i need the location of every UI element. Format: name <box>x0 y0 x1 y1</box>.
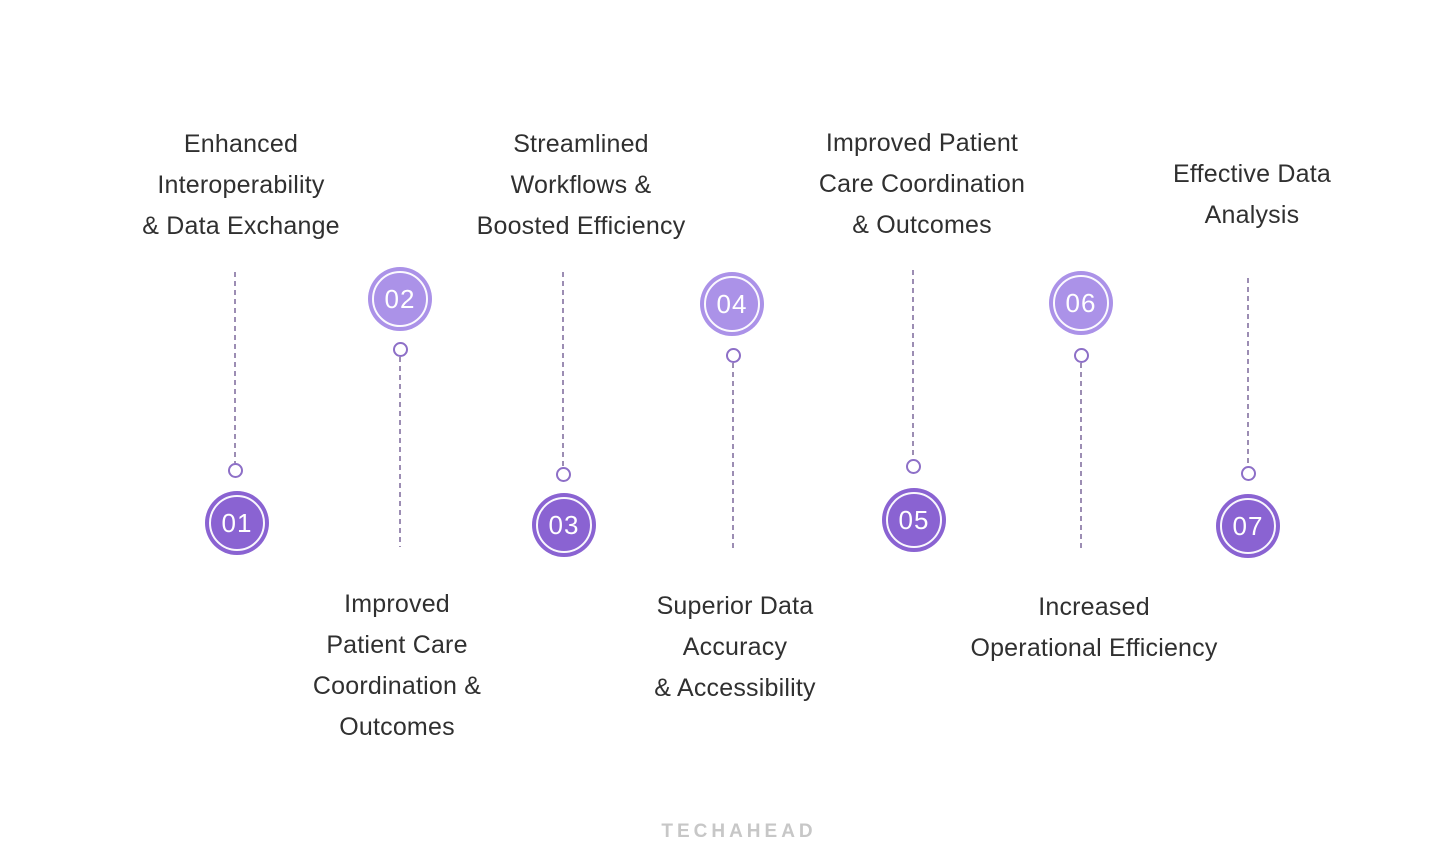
step-number: 07 <box>1232 510 1264 541</box>
connector-dot <box>1241 466 1256 481</box>
step-circle: 04 <box>700 272 764 336</box>
step-number: 04 <box>716 288 748 319</box>
step-circle-ring <box>1053 275 1109 331</box>
step-circle-ring <box>1220 498 1276 554</box>
connector-line <box>399 357 401 547</box>
connector-dot <box>556 467 571 482</box>
connector-line <box>562 272 564 467</box>
connector-line <box>732 363 734 551</box>
step-label-line: Improved Patient <box>825 129 1019 157</box>
connector-dot <box>393 342 408 357</box>
step-circle-ring <box>209 495 265 551</box>
step-label-line: Increased <box>1038 593 1150 621</box>
step-number: 01 <box>221 507 253 538</box>
step-circle-ring <box>536 497 592 553</box>
step-number: 06 <box>1065 287 1097 318</box>
connector-line <box>1247 278 1249 466</box>
step-label-line: Analysis <box>1204 201 1300 229</box>
step-label-line: & Outcomes <box>852 211 992 239</box>
connector-dot <box>726 348 741 363</box>
step-number: 03 <box>548 509 580 540</box>
connector-dot <box>1074 348 1089 363</box>
step-label-line: Superior Data <box>656 592 814 620</box>
step-label-line: Boosted Efficiency <box>476 212 686 240</box>
step-label-line: Coordination & <box>312 672 482 700</box>
step-circle: 02 <box>368 267 432 331</box>
step-label-line: Outcomes <box>339 713 455 741</box>
step-label-line: & Data Exchange <box>142 212 340 240</box>
step-label-line: Enhanced <box>183 130 299 158</box>
step-circle: 06 <box>1049 271 1113 335</box>
connector-line <box>912 270 914 459</box>
step-circle: 03 <box>532 493 596 557</box>
step-circle-ring <box>704 276 760 332</box>
step-circle: 01 <box>205 491 269 555</box>
step-circle-ring <box>886 492 942 548</box>
step-label-line: & Accessibility <box>654 674 816 702</box>
connector-dot <box>228 463 243 478</box>
step-label-line: Patient Care <box>326 631 468 659</box>
step-label-line: Interoperability <box>157 171 325 199</box>
step-label-line: Workflows & <box>510 171 652 199</box>
step-label-line: Care Coordination <box>818 170 1026 198</box>
step-label-line: Operational Efficiency <box>970 634 1218 662</box>
connector-line <box>234 272 236 463</box>
step-label-line: Effective Data <box>1173 160 1331 188</box>
watermark-logo: TECHAHEAD <box>661 821 817 842</box>
step-label-line: Accuracy <box>682 633 788 661</box>
step-circle: 07 <box>1216 494 1280 558</box>
step-number: 02 <box>384 283 416 314</box>
connector-line <box>1080 363 1082 549</box>
step-label-line: Improved <box>344 590 450 618</box>
step-circle: 05 <box>882 488 946 552</box>
step-number: 05 <box>898 504 930 535</box>
step-label-line: Streamlined <box>513 130 649 158</box>
connector-dot <box>906 459 921 474</box>
step-circle-ring <box>372 271 428 327</box>
